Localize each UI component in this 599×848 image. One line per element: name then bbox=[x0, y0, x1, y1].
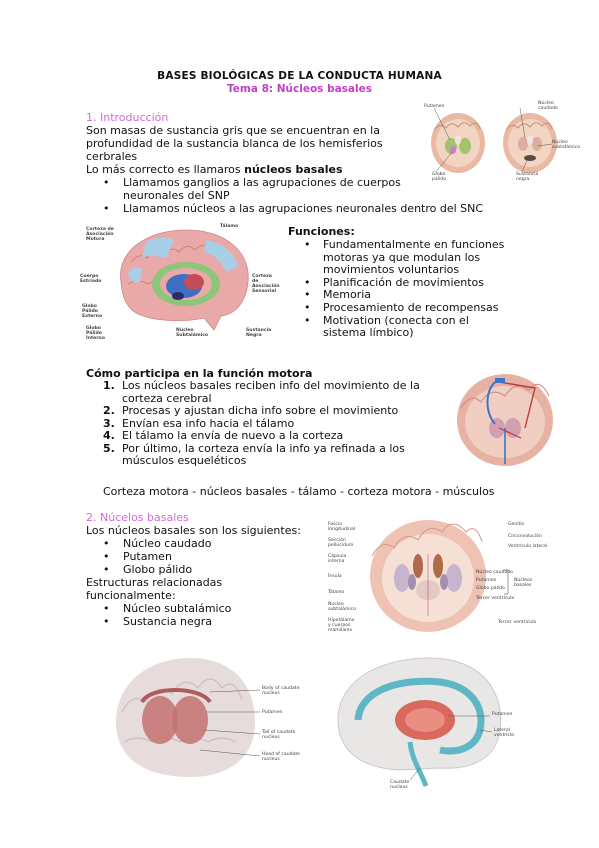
motor-loop-text: Corteza motora - núcleos basales - tálam… bbox=[103, 485, 495, 498]
functions-list: Fundamentalmente en funciones motoras ya… bbox=[288, 238, 513, 340]
list-item: Globo pálido bbox=[86, 563, 286, 576]
figure-label: Caudate nucleus bbox=[390, 780, 410, 790]
list-item: Motivation (conecta con el sistema límbi… bbox=[288, 314, 513, 340]
list-item: Memoria bbox=[288, 289, 513, 302]
list-item: Planificación de movimientos bbox=[288, 276, 513, 290]
figure-label: Globo Pálido Externo bbox=[82, 304, 103, 319]
figure-label: Globo Pálido Interno bbox=[86, 326, 105, 341]
figure-label: Cuerpo Estriado bbox=[80, 274, 102, 284]
list-item: Procesamiento de recompensas bbox=[288, 301, 513, 315]
motor-steps: 1.Los núcleos basales reciben info del m… bbox=[86, 379, 436, 468]
list-item: Llamamos ganglios a las agrupaciones de … bbox=[86, 176, 423, 202]
figure-label: Núcleo caudado bbox=[476, 570, 513, 575]
figure-label: Fascio longitudinal bbox=[328, 522, 356, 532]
figure-label: Globo pálido bbox=[476, 586, 505, 591]
figure-label: Putamen bbox=[492, 712, 513, 717]
list-item: 3.Envían esa info hacia el tálamo bbox=[103, 416, 295, 430]
intro-text: Son masas de sustancia gris que se encue… bbox=[86, 124, 383, 163]
basal-related: Estructuras relacionadas funcionalmente: bbox=[86, 576, 223, 602]
lateral-brain-figure: Corteza de Asociación Motora Tálamo Cuer… bbox=[80, 222, 280, 342]
figure-label: Tercer ventrículo bbox=[498, 620, 537, 625]
basal-heading: 2. Núcelos basales bbox=[86, 511, 189, 524]
basal-intro: Los núcleos basales son los siguientes: bbox=[86, 524, 301, 537]
figure-label: Sustancia Negra bbox=[246, 328, 272, 338]
figure-label: Genitis bbox=[508, 522, 525, 527]
list-item: 1.Los núcleos basales reciben info del m… bbox=[103, 379, 420, 405]
list-item: Núcleo subtalámico bbox=[86, 602, 286, 615]
basal-ganglia-3d-figure-right: Putamen Lateral ventricle Caudate nucleu… bbox=[330, 650, 540, 800]
list-item: Núcleo caudado bbox=[86, 537, 286, 550]
figure-label: Núcleos basales bbox=[514, 578, 533, 588]
figure-label: Globo pálido bbox=[432, 172, 447, 182]
figure-label: Putamen bbox=[424, 104, 445, 109]
list-item: Fundamentalmente en funciones motoras ya… bbox=[288, 238, 513, 277]
figure-label: Tálamo bbox=[220, 224, 239, 229]
coronal-sections-figure: Putamen Núcleo caudado Núcleo subtalámic… bbox=[420, 100, 581, 182]
figure-label: Lateral ventricle bbox=[494, 728, 515, 738]
functions-heading: Funciones: bbox=[288, 225, 355, 238]
motor-loop-figure bbox=[455, 368, 555, 468]
list-item: 4.El tálamo la envía de nuevo a la corte… bbox=[103, 429, 344, 442]
list-item: Putamen bbox=[86, 550, 286, 563]
figure-label: Ínsula bbox=[328, 574, 342, 579]
figure-label: Body of caudate nucleus bbox=[262, 686, 300, 696]
figure-label: Circunvolución bbox=[508, 534, 542, 539]
figure-label: Núcleo caudado bbox=[538, 101, 558, 111]
intro-list: Llamamos ganglios a las agrupaciones de … bbox=[86, 176, 506, 215]
figure-label: Sección pellucidum bbox=[328, 538, 354, 548]
list-item: Sustancia negra bbox=[86, 615, 286, 628]
basal-related-list: Núcleo subtalámico Sustancia negra bbox=[86, 602, 286, 628]
coronal-section-figure: Fascio longitudinal Sección pellucidum C… bbox=[328, 516, 560, 636]
figure-label: Tercer ventrículo bbox=[476, 596, 515, 601]
page-title: BASES BIOLÓGICAS DE LA CONDUCTA HUMANA bbox=[157, 70, 442, 82]
figure-label: Hipotálamo y cuerpos mamilares bbox=[328, 618, 355, 633]
intro-heading: 1. Introducción bbox=[86, 111, 169, 124]
figure-label: Corteza de Asociación Sensorial bbox=[252, 274, 280, 294]
figure-label: Cápsula interna bbox=[328, 554, 347, 564]
basal-ganglia-3d-figure-left: Body of caudate nucleus Putamen Tail of … bbox=[110, 652, 310, 787]
figure-label: Tail of caudate nucleus bbox=[262, 730, 296, 740]
intro-lead: Lo más correcto es llamaros núcleos basa… bbox=[86, 163, 343, 176]
figure-label: Tálamo bbox=[328, 590, 345, 595]
list-item: 2.Procesas y ajustan dicha info sobre el… bbox=[103, 404, 399, 417]
figure-label: Núcleo subtalámico bbox=[328, 602, 357, 612]
motor-heading: Cómo participa en la función motora bbox=[86, 367, 313, 380]
basal-list: Núcleo caudado Putamen Globo pálido bbox=[86, 537, 286, 576]
figure-label: Corteza de Asociación Motora bbox=[86, 227, 114, 242]
figure-label: Putamen bbox=[262, 710, 283, 715]
figure-label: Head of caudate nucleus bbox=[262, 752, 300, 762]
figure-label: Ventrículo lateral bbox=[508, 544, 548, 549]
figure-label: Núcleo subtalámico bbox=[552, 140, 581, 150]
list-item: Llamamos núcleos a las agrupaciones neur… bbox=[86, 202, 563, 215]
figure-label: Sustancia negra bbox=[516, 172, 539, 182]
page-subtitle: Tema 8: Núcleos basales bbox=[227, 83, 372, 95]
figure-label: Putamen bbox=[476, 578, 497, 583]
list-item: 5.Por último, la corteza envía la info y… bbox=[103, 441, 405, 467]
figure-label: Núcleo Subtalámico bbox=[176, 328, 209, 338]
